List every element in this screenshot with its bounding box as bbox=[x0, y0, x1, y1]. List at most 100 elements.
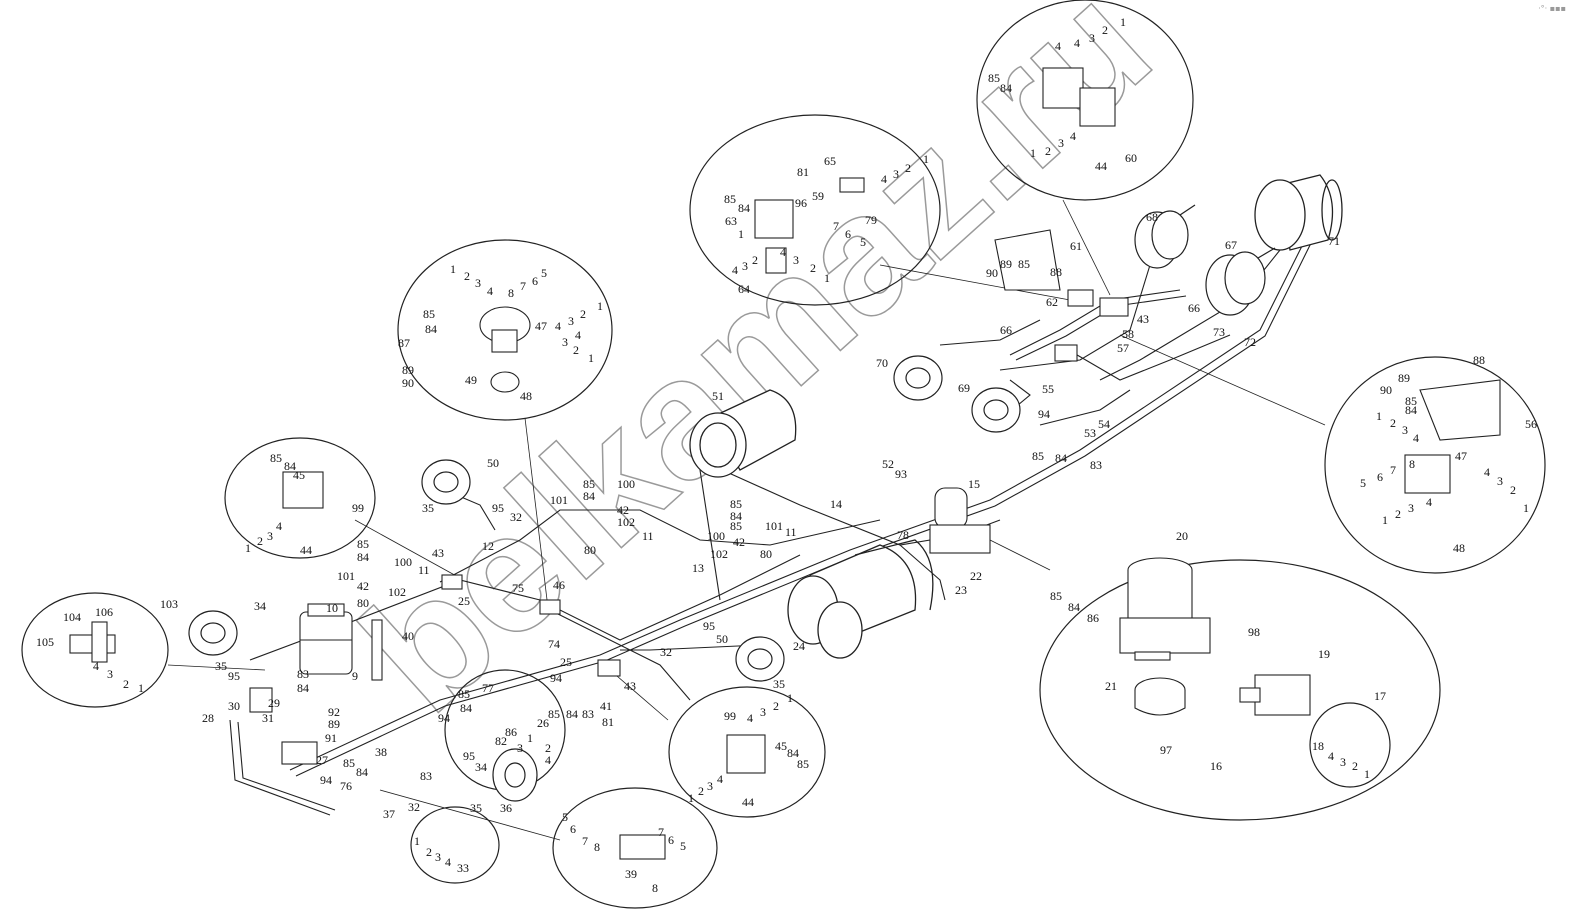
label-85l: 85 bbox=[730, 519, 742, 533]
label-3: 3 bbox=[1089, 31, 1095, 45]
label-13: 13 bbox=[692, 561, 704, 575]
label-98: 98 bbox=[1248, 625, 1260, 639]
label-103: 103 bbox=[160, 597, 178, 611]
label-80b: 80 bbox=[357, 596, 369, 610]
label-101: 101 bbox=[550, 493, 568, 507]
label-70: 70 bbox=[876, 356, 888, 370]
label-90c: 90 bbox=[402, 376, 414, 390]
label-83d: 83 bbox=[582, 707, 594, 721]
label-75: 75 bbox=[512, 581, 524, 595]
label-102b: 102 bbox=[388, 585, 406, 599]
label-91: 91 bbox=[325, 731, 337, 745]
label-4c: 4 bbox=[1070, 129, 1076, 143]
label-1m: 1 bbox=[245, 541, 251, 555]
label-106: 106 bbox=[95, 605, 113, 619]
label-2b: 2 bbox=[1045, 144, 1051, 158]
label-1q: 1 bbox=[138, 681, 144, 695]
label-15: 15 bbox=[968, 477, 980, 491]
label-3j: 3 bbox=[475, 276, 481, 290]
label-85e: 85 bbox=[1405, 394, 1417, 408]
label-3l: 3 bbox=[562, 335, 568, 349]
label-3k: 3 bbox=[568, 314, 574, 328]
compressor-9 bbox=[299, 603, 353, 675]
label-8: 8 bbox=[1409, 457, 1415, 471]
label-94: 94 bbox=[1038, 407, 1050, 421]
label-85m: 85 bbox=[343, 756, 355, 770]
label-4j: 4 bbox=[1328, 749, 1334, 763]
label-8c: 8 bbox=[594, 840, 600, 854]
valves-center bbox=[249, 289, 1129, 765]
watermark: belkamaz.ru bbox=[327, 0, 1186, 748]
label-95: 95 bbox=[492, 501, 504, 515]
label-42b: 42 bbox=[357, 579, 369, 593]
label-1r: 1 bbox=[414, 834, 420, 848]
label-19: 19 bbox=[1318, 647, 1330, 661]
label-3q: 3 bbox=[107, 667, 113, 681]
label-5b: 5 bbox=[1360, 476, 1366, 490]
label-3h: 3 bbox=[1408, 501, 1414, 515]
brake-chamber-70 bbox=[893, 355, 943, 401]
detail-ellipse-big-right bbox=[1039, 559, 1441, 821]
label-2g: 2 bbox=[1510, 483, 1516, 497]
air-dryer-20-detail bbox=[1119, 557, 1211, 661]
label-101c: 101 bbox=[765, 519, 783, 533]
callout-leaders bbox=[167, 199, 1326, 841]
label-92: 92 bbox=[328, 705, 340, 719]
label-24: 24 bbox=[793, 639, 805, 653]
air-receiver-71 bbox=[1254, 174, 1343, 251]
label-7d: 7 bbox=[582, 834, 588, 848]
label-25b: 25 bbox=[560, 655, 572, 669]
label-52: 52 bbox=[882, 457, 894, 471]
label-16: 16 bbox=[1210, 759, 1222, 773]
label-100b: 100 bbox=[394, 555, 412, 569]
label-44c: 44 bbox=[742, 795, 754, 809]
label-86: 86 bbox=[1087, 611, 1099, 625]
label-8b: 8 bbox=[508, 286, 514, 300]
brake-chamber-35-left bbox=[188, 610, 238, 656]
label-22: 22 bbox=[970, 569, 982, 583]
valve-44-detail-left bbox=[282, 471, 324, 509]
label-11: 11 bbox=[642, 529, 654, 543]
label-95b: 95 bbox=[228, 669, 240, 683]
label-4f: 4 bbox=[732, 263, 738, 277]
label-85k: 85 bbox=[730, 497, 742, 511]
label-1n: 1 bbox=[527, 731, 533, 745]
label-26: 26 bbox=[537, 716, 549, 730]
label-84e: 84 bbox=[1068, 600, 1080, 614]
label-42: 42 bbox=[617, 503, 629, 517]
label-21: 21 bbox=[1105, 679, 1117, 693]
bracket-40 bbox=[371, 619, 383, 681]
detail-ellipse-small-right bbox=[1309, 702, 1391, 788]
valve-assemblies bbox=[69, 67, 1501, 860]
detail-ellipse-far-left bbox=[21, 592, 169, 708]
label-95d: 95 bbox=[703, 619, 715, 633]
label-1f: 1 bbox=[1376, 409, 1382, 423]
label-46: 46 bbox=[553, 578, 565, 592]
label-34: 34 bbox=[254, 599, 266, 613]
label-2j: 2 bbox=[464, 269, 470, 283]
detail-ellipse-bottom bbox=[552, 787, 718, 909]
air-dryer-15 bbox=[929, 487, 991, 554]
label-85p: 85 bbox=[797, 757, 809, 771]
label-76: 76 bbox=[340, 779, 352, 793]
label-80: 80 bbox=[584, 543, 596, 557]
label-2k: 2 bbox=[580, 307, 586, 321]
label-83c: 83 bbox=[420, 769, 432, 783]
label-105: 105 bbox=[36, 635, 54, 649]
label-4q: 4 bbox=[717, 772, 723, 786]
label-11b: 11 bbox=[418, 563, 430, 577]
label-85c: 85 bbox=[1018, 257, 1030, 271]
label-2h: 2 bbox=[1395, 507, 1401, 521]
label-78: 78 bbox=[897, 528, 909, 542]
label-2: 2 bbox=[1102, 23, 1108, 37]
label-84k: 84 bbox=[297, 681, 309, 695]
label-5e: 5 bbox=[680, 839, 686, 853]
label-94b: 94 bbox=[320, 773, 332, 787]
label-93: 93 bbox=[895, 467, 907, 481]
label-88b: 88 bbox=[1473, 353, 1485, 367]
label-66: 66 bbox=[1188, 301, 1200, 315]
label-50: 50 bbox=[487, 456, 499, 470]
label-63: 63 bbox=[725, 214, 737, 228]
label-7b: 7 bbox=[1390, 463, 1396, 477]
